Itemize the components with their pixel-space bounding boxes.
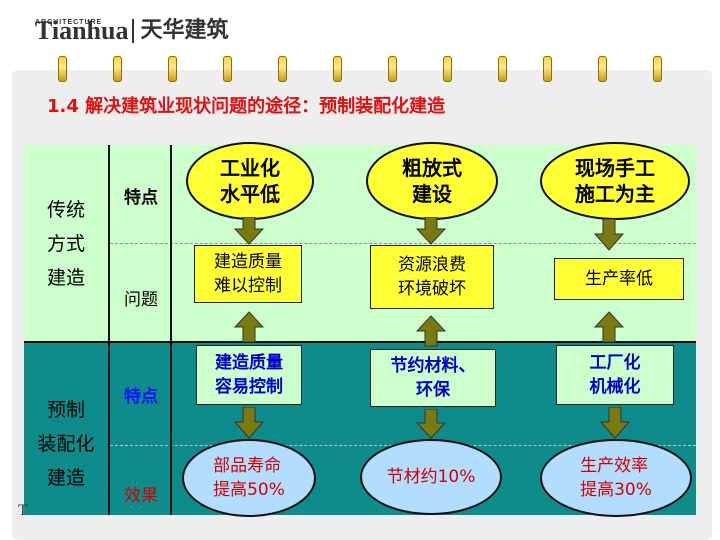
binder-ring: [58, 56, 67, 82]
feature-ellipse: 粗放式建设: [366, 142, 498, 220]
row-label-line: 装配化: [37, 433, 95, 455]
ellipse-text: 现场手工: [575, 156, 655, 180]
ellipse-text: 水平低: [220, 182, 280, 206]
ellipse-text: 施工为主: [575, 182, 655, 206]
prefab-feature-box: 节约材料、环保: [370, 349, 496, 407]
ellipse-text: 部品寿命: [213, 456, 282, 476]
ellipse-text: 生产效率: [580, 456, 649, 476]
box-text: 容易控制: [215, 377, 283, 397]
logo-separator: [132, 19, 135, 43]
comparison-table: 传统 方式 建造 预制 装配化 建造 特点 问题 特点 效果 工业化水平低 粗放…: [24, 142, 696, 517]
column-divider: [170, 145, 172, 515]
binder-ring: [113, 56, 122, 82]
binder-ring: [168, 56, 177, 82]
logo-name: Tianhua: [35, 16, 129, 45]
ellipse-text: 工业化: [220, 156, 280, 180]
binder-ring: [543, 56, 552, 82]
box-text: 工厂化: [589, 353, 641, 373]
box-text: 机械化: [589, 377, 641, 397]
sublabel-effects: 效果: [124, 486, 158, 506]
ellipse-text: 粗放式: [402, 156, 462, 180]
row-label-prefab: 预制 装配化 建造: [24, 393, 108, 495]
binder-ring: [333, 56, 342, 82]
binder-ring: [278, 56, 287, 82]
footer-letter: T: [18, 502, 28, 519]
prefab-feature-box: 工厂化机械化: [556, 345, 674, 405]
effect-ellipse: 生产效率提高30%: [540, 439, 692, 517]
binder-ring: [498, 56, 507, 82]
ellipse-text: 提高30%: [580, 480, 652, 500]
row-label-line: 预制: [46, 399, 85, 421]
page-title: 1.4 解决建筑业现状问题的途径：预制装配化建造: [47, 96, 446, 117]
ellipse-text: 节材约10%: [386, 467, 476, 487]
feature-ellipse: 现场手工施工为主: [540, 142, 690, 220]
binder-ring: [653, 56, 662, 82]
problem-box: 资源浪费环境破坏: [370, 245, 494, 309]
down-arrow-icon: [234, 217, 264, 245]
header: ARCHITECTURE Tianhua 天华建筑: [0, 0, 720, 60]
effect-ellipse: 节材约10%: [360, 439, 502, 515]
down-arrow-icon: [416, 217, 446, 245]
problem-box: 生产率低: [554, 258, 684, 300]
row-label-line: 方式: [46, 233, 85, 255]
prefab-feature-box: 建造质量容易控制: [196, 345, 302, 405]
logo-small-text: ARCHITECTURE: [35, 19, 103, 26]
sublabel-features-prefab: 特点: [124, 387, 158, 407]
row-label-traditional: 传统 方式 建造: [24, 193, 108, 295]
box-text: 环保: [416, 380, 450, 400]
binder-ring: [388, 56, 397, 82]
box-text: 建造质量: [215, 353, 283, 373]
box-text: 资源浪费: [398, 255, 466, 275]
ellipse-text: 建设: [412, 182, 452, 206]
ellipse-text: 提高50%: [213, 480, 285, 500]
problem-box: 建造质量难以控制: [194, 245, 302, 303]
row-divider: [110, 243, 696, 244]
company-logo: ARCHITECTURE Tianhua 天华建筑: [35, 18, 229, 44]
up-arrow-icon: [234, 311, 264, 343]
sublabel-problems: 问题: [124, 290, 158, 310]
effect-ellipse: 部品寿命提高50%: [182, 439, 316, 517]
box-text: 生产率低: [585, 269, 653, 289]
up-arrow-icon: [416, 315, 446, 347]
down-arrow-icon: [600, 407, 630, 439]
sublabel-features: 特点: [124, 188, 158, 208]
logo-chinese: 天华建筑: [140, 18, 229, 43]
row-label-line: 建造: [46, 467, 85, 489]
column-divider: [108, 145, 110, 515]
down-arrow-icon: [234, 407, 264, 439]
box-text: 难以控制: [214, 276, 282, 296]
binder-ring: [443, 56, 452, 82]
box-text: 节约材料、: [390, 356, 476, 376]
section-divider: [24, 341, 696, 343]
down-arrow-icon: [594, 219, 624, 251]
box-text: 环境破坏: [398, 279, 466, 299]
row-label-line: 建造: [46, 267, 85, 289]
logo-english: ARCHITECTURE Tianhua: [35, 18, 128, 44]
box-text: 建造质量: [214, 252, 282, 272]
binder-ring: [598, 56, 607, 82]
up-arrow-icon: [594, 311, 624, 343]
feature-ellipse: 工业化水平低: [186, 142, 314, 220]
binder-ring: [223, 56, 232, 82]
row-label-line: 传统: [46, 199, 85, 221]
down-arrow-icon: [416, 409, 446, 439]
